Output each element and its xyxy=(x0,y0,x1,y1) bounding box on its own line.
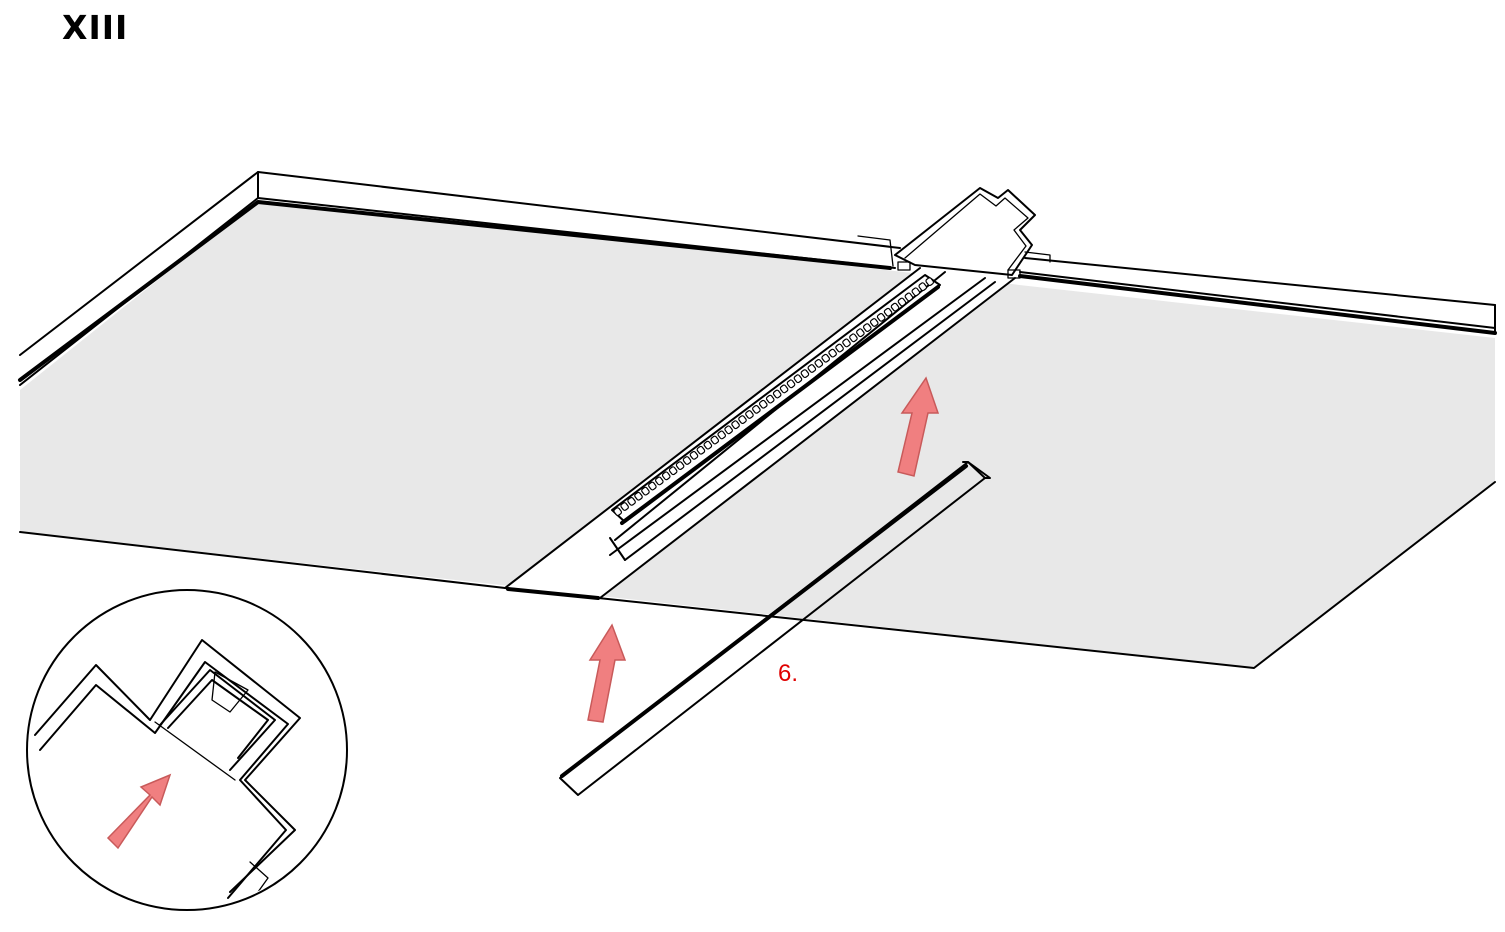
led-chip xyxy=(675,461,685,471)
led-chip xyxy=(786,379,796,389)
led-chip xyxy=(682,456,692,465)
led-chip xyxy=(641,486,650,496)
led-chip xyxy=(821,353,831,363)
led-chip xyxy=(835,343,844,353)
led-chip xyxy=(849,333,858,343)
led-chip xyxy=(627,496,636,506)
led-chip xyxy=(904,292,914,302)
led-chip xyxy=(731,420,740,430)
led-chip xyxy=(862,323,872,333)
led-chip xyxy=(648,481,657,491)
led-chip xyxy=(842,338,851,348)
led-chip xyxy=(724,425,733,435)
led-chip xyxy=(765,394,775,404)
led-chip xyxy=(918,282,928,292)
led-chip xyxy=(779,384,789,394)
led-strip-chips xyxy=(613,277,935,517)
led-chip xyxy=(772,389,782,399)
led-chip xyxy=(668,466,678,476)
led-chip xyxy=(654,476,664,486)
led-chip xyxy=(828,348,837,358)
led-chip xyxy=(620,502,629,511)
led-chip xyxy=(869,318,879,327)
led-chip xyxy=(689,450,699,460)
led-profile-channel xyxy=(504,187,1036,600)
led-chip xyxy=(758,399,768,409)
step-number-label: 6. xyxy=(778,660,799,687)
step-title: XIII xyxy=(62,8,129,47)
led-chip xyxy=(856,328,865,338)
led-chip xyxy=(710,435,720,445)
detail-magnifier xyxy=(26,589,348,911)
led-chip xyxy=(717,430,727,440)
led-chip xyxy=(745,410,754,419)
led-chip xyxy=(800,369,810,379)
insert-arrow-left xyxy=(587,623,627,723)
led-chip xyxy=(696,445,706,455)
led-chip xyxy=(613,507,623,517)
led-chip xyxy=(634,491,643,501)
insert-arrow-right xyxy=(897,376,940,477)
led-chip xyxy=(911,287,921,297)
led-chip xyxy=(883,307,893,317)
led-chip xyxy=(703,440,713,450)
led-chip xyxy=(793,374,803,384)
led-chip xyxy=(925,277,935,287)
led-chip xyxy=(752,404,761,414)
led-chip xyxy=(876,312,886,322)
diffuser-cover-strip xyxy=(559,461,991,796)
led-chip xyxy=(890,302,900,312)
led-chip xyxy=(897,297,907,307)
led-chip xyxy=(814,358,824,368)
led-chip xyxy=(807,364,817,373)
led-chip xyxy=(738,415,747,425)
led-chip xyxy=(661,471,671,481)
